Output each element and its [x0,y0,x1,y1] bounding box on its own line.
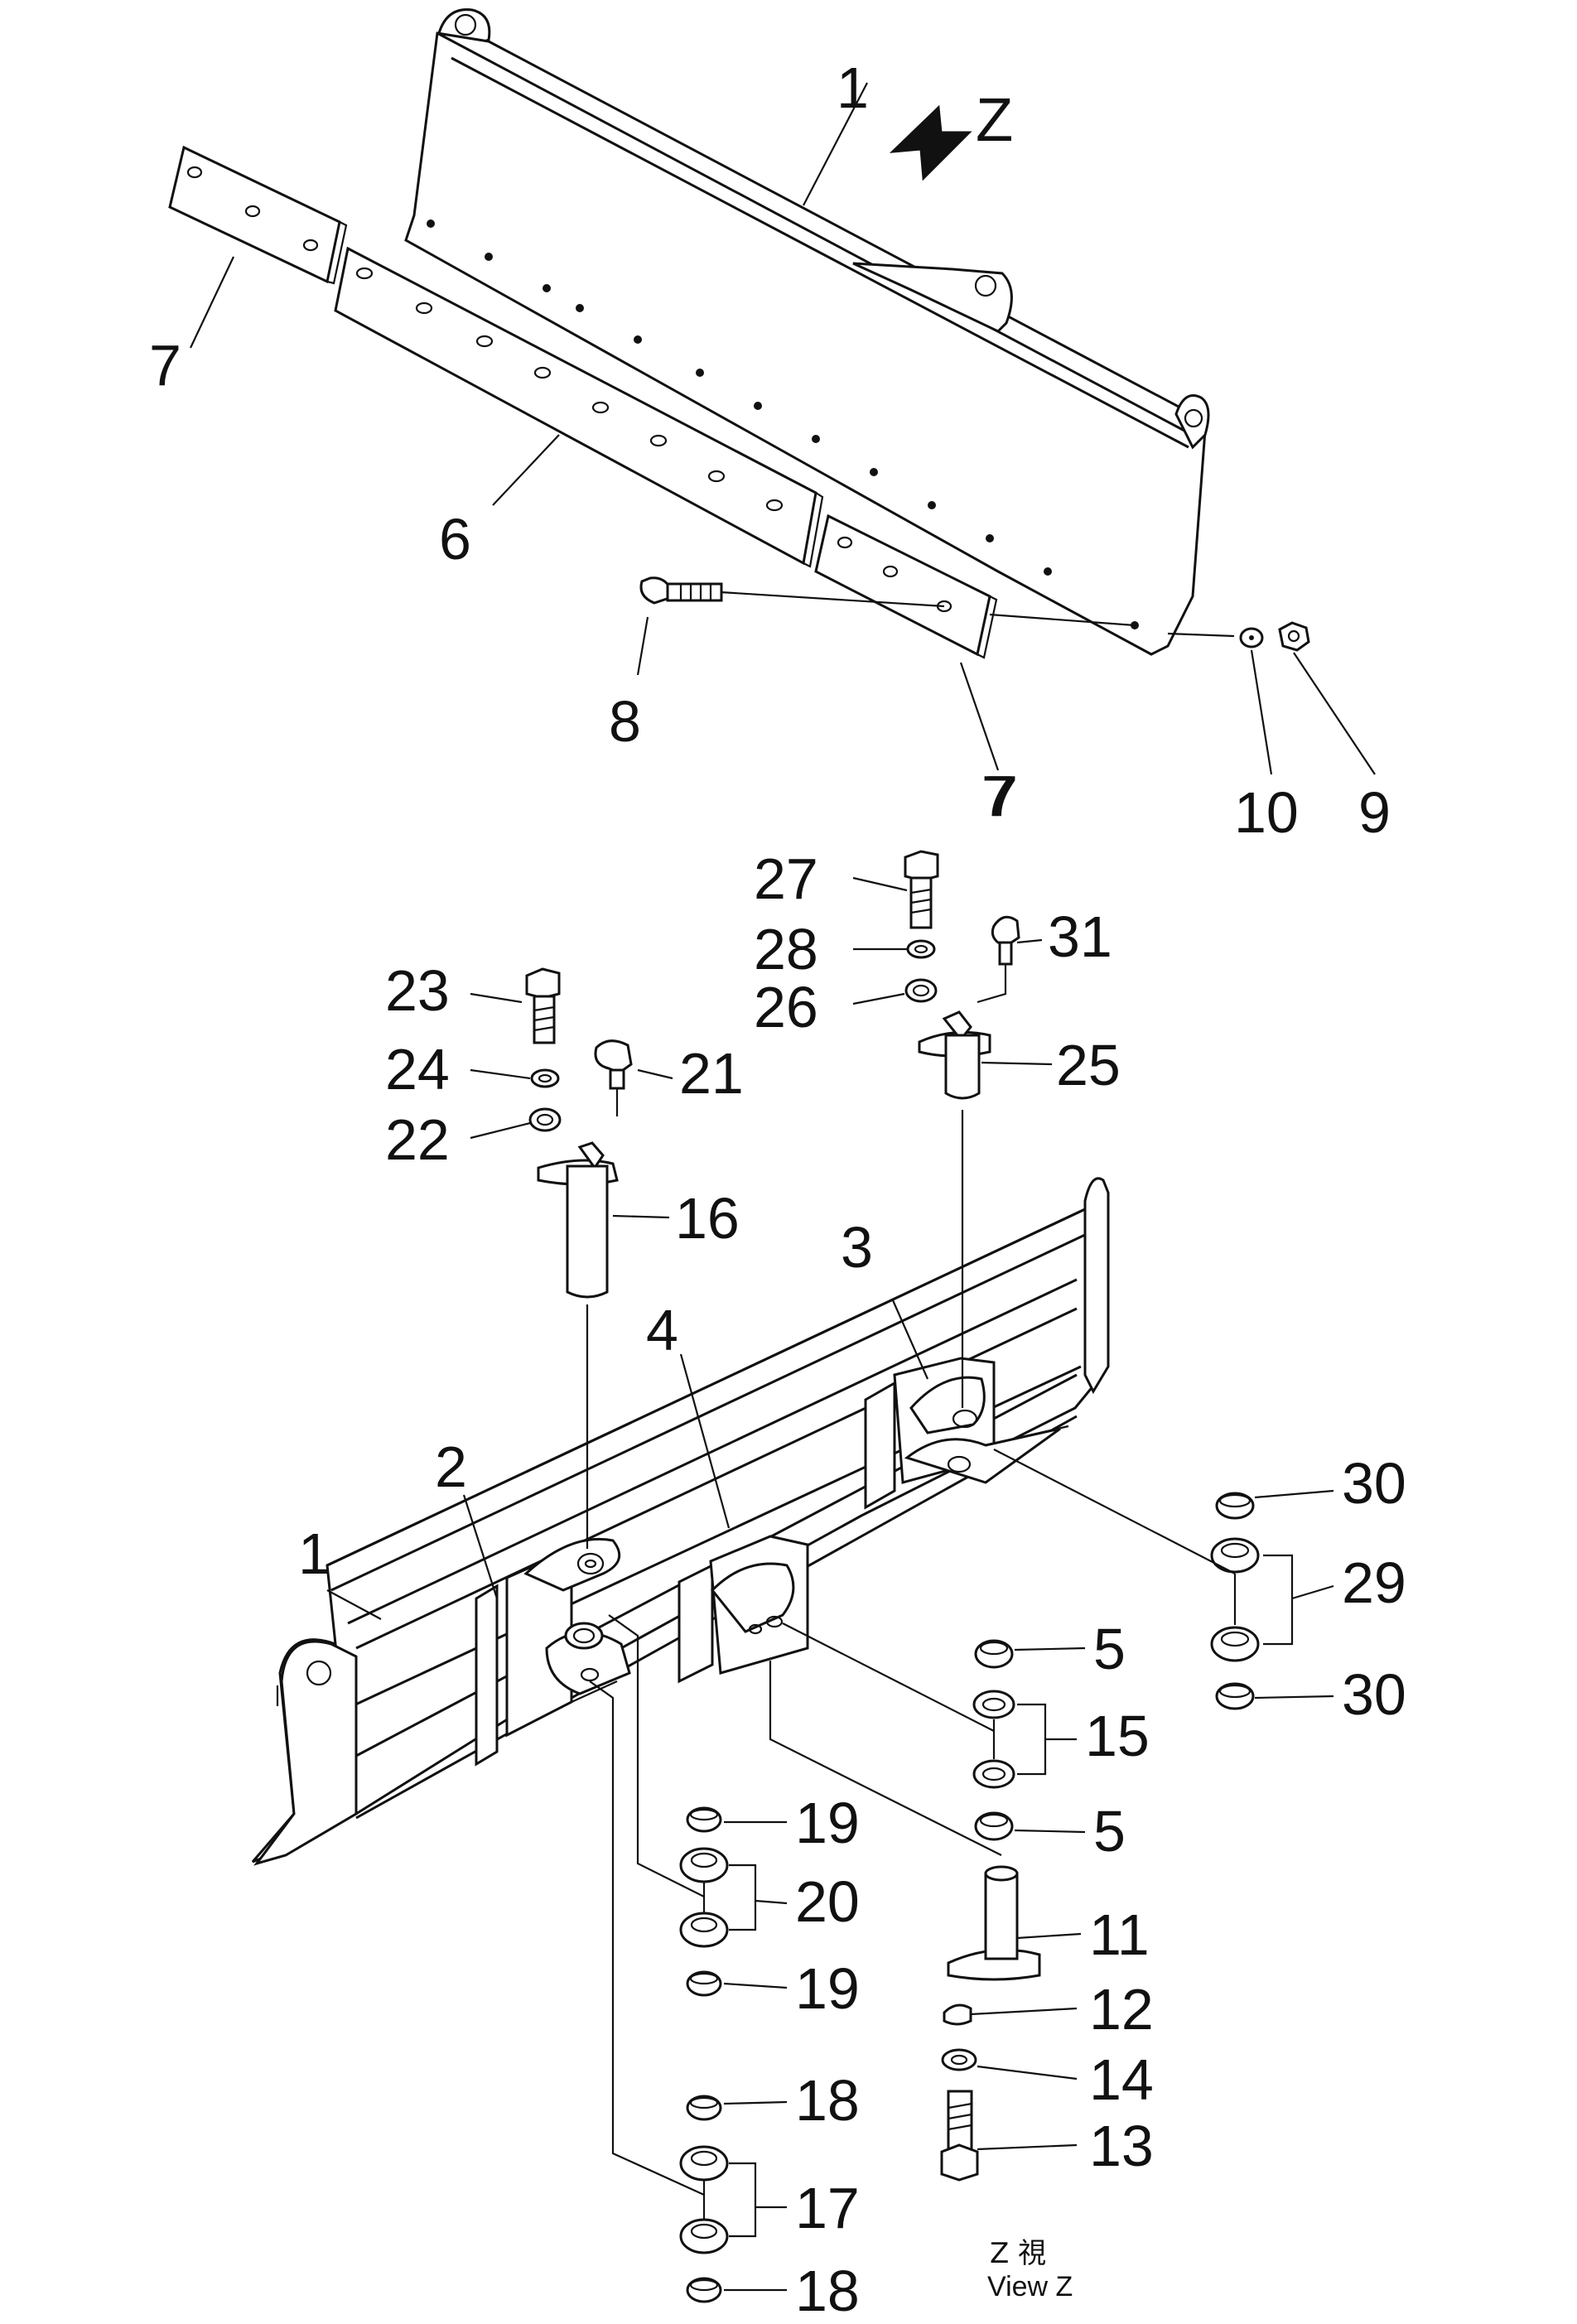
callout-30-bottom: 30 [1342,1662,1406,1727]
callout-31: 31 [1048,904,1112,969]
callout-20: 20 [795,1869,860,1934]
callout-26: 26 [754,975,818,1039]
pin-assembly-left [525,967,633,1549]
callout-3: 3 [841,1215,873,1280]
upper-blade-assembly [168,8,1310,659]
callout-25: 25 [1056,1033,1121,1097]
lower-blade-assembly [251,1177,1110,1866]
callout-19-top: 19 [795,1791,860,1855]
plow-bolt [639,576,723,605]
callout-29: 29 [1342,1550,1406,1615]
trunnion-bracket-2 [475,1537,631,1767]
callout-7-left: 7 [149,333,181,398]
callout-12: 12 [1089,1977,1154,2042]
bracket-4 [678,1535,809,1684]
cutting-edge [334,246,824,568]
callout-7-right: 7 [981,764,1014,828]
callout-19-bottom: 19 [795,1956,860,2021]
callout-16: 16 [675,1186,740,1251]
callout-5-top: 5 [1093,1617,1126,1681]
callout-18-bottom: 18 [795,2259,860,2323]
blade-rear-bracket [852,262,1013,333]
nut-9 [1278,621,1310,652]
callout-4: 4 [646,1298,678,1362]
callout-2: 2 [435,1434,467,1499]
callout-labels: 1 7 7 6 8 7 10 9 27 28 26 31 25 23 24 21… [149,55,1406,2323]
callout-9: 9 [1358,780,1391,845]
callout-15: 15 [1085,1704,1150,1768]
trunnion-bracket-3 [864,1357,1069,1510]
callout-5-bottom: 5 [1093,1799,1126,1864]
callout-1-lower: 1 [298,1521,330,1586]
bearing-set-29-30 [993,1449,1260,1710]
callout-7-bottom: 7 [986,764,1018,828]
callout-22: 22 [385,1107,450,1172]
bearing-set-5-15 [782,1622,1015,1841]
blade-bolt-holes [427,219,1139,629]
blade-right-lug [1174,394,1210,450]
callout-17: 17 [795,2176,860,2240]
callout-18-top: 18 [795,2068,860,2133]
callout-13: 13 [1089,2114,1154,2178]
caption-en: View Z [987,2271,1073,2302]
bearing-set-17-18 [589,1680,729,2303]
end-bit-left [168,145,348,285]
callout-11: 11 [1089,1902,1150,1967]
bearing-set-19-20 [608,1614,729,1997]
view-z-arrow: Z [889,85,1013,181]
blade-lower-body [251,1178,1107,1864]
callout-10: 10 [1234,780,1299,845]
callout-21: 21 [679,1041,744,1106]
pin-assembly-right [904,850,1020,1408]
end-bit-right [814,513,998,659]
callout-8: 8 [609,689,641,754]
callout-24: 24 [385,1037,450,1102]
callout-23: 23 [385,958,450,1023]
callout-27: 27 [754,846,818,911]
callout-14: 14 [1089,2047,1154,2112]
caption-jp: Z 視 [990,2237,1046,2270]
callout-30-top: 30 [1342,1451,1406,1516]
callout-28: 28 [754,917,818,981]
callout-6: 6 [439,507,471,571]
pin-assembly-11 [769,1661,1041,2182]
view-z-letter: Z [976,85,1013,154]
view-caption: Z 視 View Z [987,2237,1073,2302]
callout-1-upper: 1 [837,55,869,120]
